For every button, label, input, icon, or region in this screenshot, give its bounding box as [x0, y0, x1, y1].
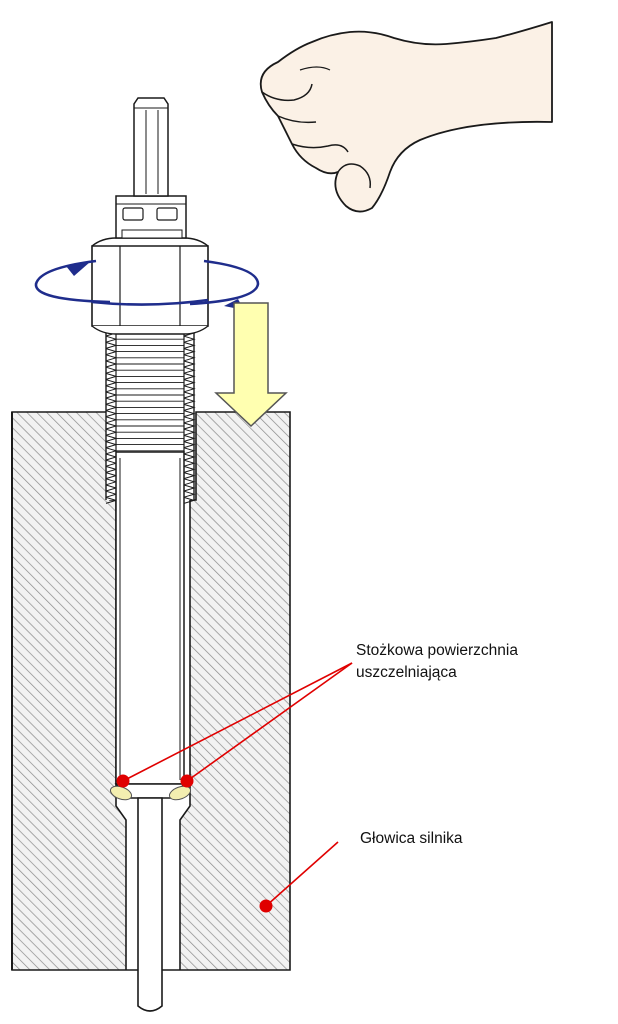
glow-plug-tip	[137, 797, 163, 1012]
down-arrow-icon	[214, 302, 288, 428]
thread-ridge	[183, 434, 196, 442]
hex-nut	[91, 237, 209, 335]
thread-ridge	[183, 484, 196, 492]
sealing-surface-label: Stożkowa powierzchnia uszczelniająca	[356, 640, 518, 684]
glow-plug-body	[115, 451, 185, 785]
thread-ridge	[183, 453, 196, 461]
sealing-surface-label-line1: Stożkowa powierzchnia	[356, 642, 518, 659]
thread-ridge	[183, 348, 196, 356]
glow-plug-terminal	[115, 195, 187, 239]
thread-ridge	[183, 403, 196, 411]
thread-ridge	[183, 366, 196, 374]
thread-ridge	[183, 372, 196, 380]
thread-ridge	[183, 465, 196, 473]
leader-line-seal-right	[186, 662, 353, 782]
thread-ridge	[183, 478, 196, 486]
thread-ridge	[183, 335, 196, 343]
thread-ridge	[183, 416, 196, 424]
thread-ridge	[183, 441, 196, 449]
thread-ridge	[183, 385, 196, 393]
hand-icon	[259, 21, 553, 213]
thread-ridge	[183, 341, 196, 349]
red-dot-icon	[116, 774, 130, 788]
thread-ridge	[183, 428, 196, 436]
leader-line-seal-left	[122, 662, 353, 782]
red-dot-icon	[180, 774, 194, 788]
red-dot-icon	[259, 899, 273, 913]
thread-ridge	[183, 490, 196, 498]
thread-ridge	[183, 391, 196, 399]
thread-ridge	[183, 354, 196, 362]
seal-contact-right	[168, 785, 192, 801]
thread-ridge	[183, 397, 196, 405]
thread-ridge	[183, 360, 196, 368]
thread-ridge	[183, 459, 196, 467]
thread-ridge	[183, 410, 196, 418]
thread-ridge	[183, 472, 196, 480]
engine-head-label: Głowica silnika	[360, 830, 463, 847]
leader-line-head	[265, 841, 339, 907]
sealing-surface-label-line2: uszczelniająca	[356, 664, 457, 681]
glow-plug-stud	[133, 97, 169, 197]
thread-ridge	[183, 379, 196, 387]
thread-ridge	[183, 496, 196, 504]
thread-ridge	[183, 422, 196, 430]
thread-ridge	[183, 447, 196, 455]
